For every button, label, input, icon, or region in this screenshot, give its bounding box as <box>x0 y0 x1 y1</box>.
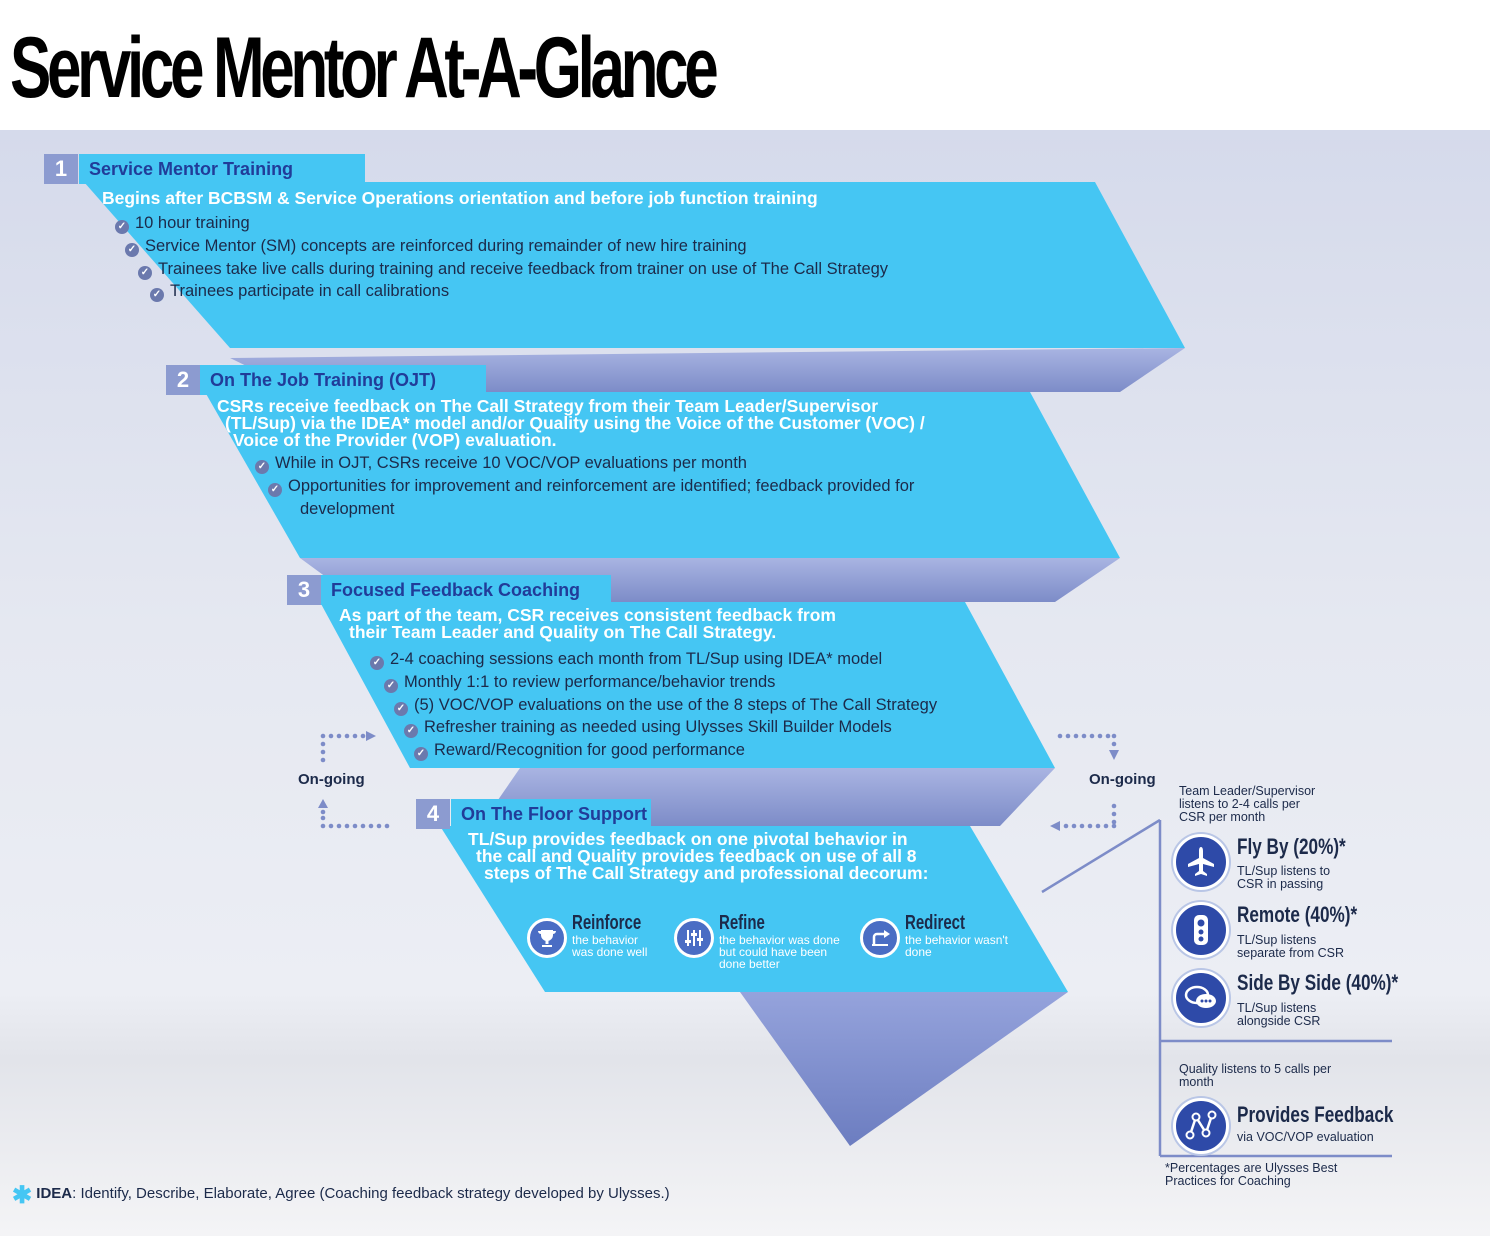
chat-bubbles-icon <box>1173 970 1229 1026</box>
check-icon: ✓ <box>394 702 408 716</box>
arrow-right-top <box>1109 750 1119 760</box>
step-3-number: 3 <box>287 575 321 605</box>
tl-intro-line-1: Team Leader/Supervisor <box>1179 784 1316 798</box>
footnote-line-1: *Percentages are Ulysses Best <box>1165 1161 1338 1175</box>
remote-title: Remote (40%)* <box>1237 902 1358 927</box>
remote-icon <box>1173 902 1229 958</box>
fly-by-desc-1: TL/Sup listens to <box>1237 864 1331 878</box>
step-4-number: 4 <box>416 799 450 829</box>
check-icon: ✓ <box>150 288 164 302</box>
tl-intro-line-3: CSR per month <box>1179 810 1266 824</box>
quality-intro-line-2: month <box>1179 1075 1214 1089</box>
check-icon: ✓ <box>125 243 139 257</box>
provides-feedback-desc: via VOC/VOP evaluation <box>1237 1130 1374 1144</box>
check-icon: ✓ <box>255 460 269 474</box>
side-by-side-desc-1: TL/Sup listens <box>1237 1001 1317 1015</box>
step-4-label: On The Floor Support <box>451 799 651 829</box>
step-3-lead-line-1: As part of the team, CSR receives consis… <box>339 605 836 625</box>
funnel-tail <box>740 992 1068 1146</box>
provides-feedback-title: Provides Feedback <box>1237 1102 1394 1127</box>
remote-desc-2: separate from CSR <box>1237 946 1344 960</box>
ribbon-2 <box>205 392 1120 558</box>
step-4-lead-line-1: TL/Sup provides feedback on one pivotal … <box>468 829 908 849</box>
fly-by-title: Fly By (20%)* <box>1237 834 1346 859</box>
redirect-title: Redirect <box>905 912 966 934</box>
page-title: Service Mentor At-A-Glance <box>10 20 719 116</box>
quality-intro-line-1: Quality listens to 5 calls per <box>1179 1062 1332 1076</box>
refine-desc-2: but could have been <box>719 945 828 959</box>
redirect-desc-2: done <box>905 945 932 959</box>
step-2-lead-line-3: Voice of the Provider (VOP) evaluation. <box>233 430 557 450</box>
network-icon <box>1173 1098 1229 1154</box>
trophy-icon <box>527 918 567 958</box>
step-3-label: Focused Feedback Coaching <box>321 575 611 605</box>
arrow-left-top <box>366 731 376 741</box>
step-2-lead-line-1: CSRs receive feedback on The Call Strate… <box>217 396 879 416</box>
fly-by-desc-2: CSR in passing <box>1237 877 1324 891</box>
step-3-bullet-2: ✓Monthly 1:1 to review performance/behav… <box>384 671 775 693</box>
sliders-icon <box>674 918 714 958</box>
idea-term: IDEA <box>36 1185 73 1202</box>
check-icon: ✓ <box>370 656 384 670</box>
ongoing-label-left: On-going <box>298 771 365 788</box>
step-2-lead-line-2: (TL/Sup) via the IDEA* model and/or Qual… <box>225 413 925 433</box>
step-3-lead-line-2: their Team Leader and Quality on The Cal… <box>349 622 777 642</box>
step-1-label: Service Mentor Training <box>79 154 365 184</box>
step-3-bullet-1: ✓2-4 coaching sessions each month from T… <box>370 648 882 670</box>
step-1-bullet-3: ✓Trainees take live calls during trainin… <box>138 258 888 280</box>
check-icon: ✓ <box>268 483 282 497</box>
refine-title: Refine <box>719 912 765 934</box>
redirect-desc-1: the behavior wasn't <box>905 933 1009 947</box>
reinforce-desc-2: was done well <box>572 945 648 959</box>
dots-right-bottom <box>1063 803 1117 829</box>
footnote-line-2: Practices for Coaching <box>1165 1174 1291 1188</box>
step-1-lead: Begins after BCBSM & Service Operations … <box>102 188 818 208</box>
reinforce-desc-1: the behavior <box>572 933 639 947</box>
check-icon: ✓ <box>384 679 398 693</box>
step-4-lead-line-2: the call and Quality provides feedback o… <box>476 846 917 866</box>
check-icon: ✓ <box>404 724 418 738</box>
asterisk-icon: ✱ <box>12 1182 33 1209</box>
check-icon: ✓ <box>414 747 428 761</box>
side-by-side-title: Side By Side (40%)* <box>1237 970 1399 995</box>
dots-right-top <box>1057 733 1117 747</box>
side-by-side-desc-2: alongside CSR <box>1237 1014 1321 1028</box>
step-2-bullet-2-cont: development <box>300 500 395 518</box>
refine-desc-1: the behavior was done <box>719 933 840 947</box>
step-1-bullet-2: ✓Service Mentor (SM) concepts are reinfo… <box>125 235 747 257</box>
remote-desc-1: TL/Sup listens <box>1237 933 1317 947</box>
redirect-arrow-icon <box>860 918 900 958</box>
dots-left-bottom <box>320 809 390 829</box>
check-icon: ✓ <box>115 220 129 234</box>
dots-left-top <box>320 733 366 763</box>
idea-definition-text: : Identify, Describe, Elaborate, Agree (… <box>72 1185 670 1202</box>
ongoing-label-right: On-going <box>1089 771 1156 788</box>
step-3-bullet-5: ✓Reward/Recognition for good performance <box>414 739 745 761</box>
step-4-lead-line-3: steps of The Call Strategy and professio… <box>484 863 929 883</box>
step-1-bullet-4: ✓Trainees participate in call calibratio… <box>150 280 449 302</box>
ribbon-1 <box>84 182 1185 348</box>
ribbon-4 <box>440 826 1068 992</box>
sidebar-bracket <box>1041 818 1392 1158</box>
check-icon: ✓ <box>138 266 152 280</box>
step-2-bullet-1: ✓While in OJT, CSRs receive 10 VOC/VOP e… <box>255 452 747 474</box>
step-3-bullet-4: ✓Refresher training as needed using Ulys… <box>404 716 892 738</box>
step-1-bullet-1: ✓10 hour training <box>115 212 250 234</box>
step-1-number: 1 <box>44 154 78 184</box>
step-3-bullet-3: ✓(5) VOC/VOP evaluations on the use of t… <box>394 694 937 716</box>
arrow-right-bottom <box>1050 821 1060 831</box>
step-2-number: 2 <box>166 365 200 395</box>
step-2-label: On The Job Training (OJT) <box>200 365 486 395</box>
ongoing-loop-left <box>318 731 390 829</box>
arrow-left-bottom <box>318 799 328 808</box>
refine-desc-3: done better <box>719 957 780 971</box>
tl-intro-line-2: listens to 2-4 calls per <box>1179 797 1300 811</box>
step-2-bullet-2: ✓Opportunities for improvement and reinf… <box>268 475 914 497</box>
idea-definition: ✱ IDEA: Identify, Describe, Elaborate, A… <box>12 1181 670 1210</box>
reinforce-title: Reinforce <box>572 912 642 934</box>
airplane-icon <box>1173 834 1229 890</box>
ribbon-3 <box>320 602 1055 768</box>
ongoing-loop-right <box>1050 733 1119 831</box>
